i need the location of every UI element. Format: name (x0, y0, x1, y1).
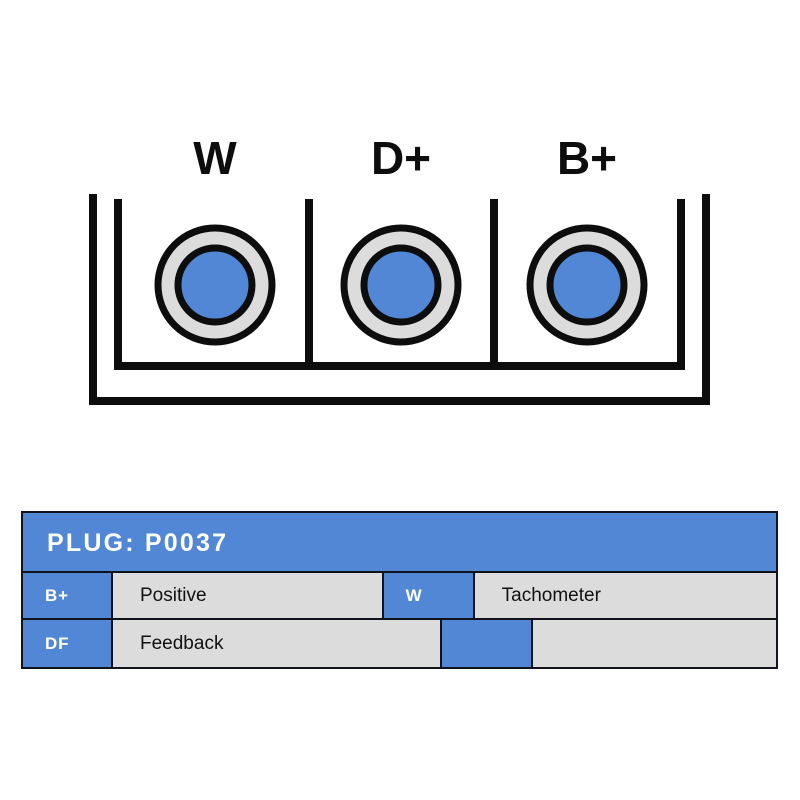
pinout-table-header: PLUG: P0037 (23, 513, 776, 573)
pin-desc-feedback: Feedback (113, 620, 442, 667)
pin-label-dplus: D+ (371, 132, 431, 184)
table-row: B+ Positive W Tachometer (23, 573, 776, 620)
connector-diagram: W D+ B+ (89, 132, 710, 405)
pin-label-w: W (193, 132, 237, 184)
connector-outer-shell (89, 194, 710, 405)
pin-code-bplus: B+ (23, 573, 113, 618)
terminal-core-w (174, 244, 256, 326)
pin-code-w: W (383, 573, 475, 618)
terminal-dplus[interactable] (340, 224, 462, 346)
pin-code-df: DF (23, 620, 113, 667)
pinout-table: PLUG: P0037 B+ Positive W Tachometer DF … (21, 511, 778, 669)
pin-desc-empty (532, 620, 777, 667)
terminal-core-bplus (546, 244, 628, 326)
pin-code-empty (441, 620, 533, 667)
pin-label-bplus: B+ (557, 132, 617, 184)
terminal-w[interactable] (154, 224, 276, 346)
connector-inner-shell (114, 199, 685, 370)
terminal-core-dplus (360, 244, 442, 326)
pin-desc-tachometer: Tachometer (474, 573, 776, 618)
table-row: DF Feedback (23, 620, 777, 667)
terminal-bplus[interactable] (526, 224, 648, 346)
pin-desc-positive: Positive (113, 573, 384, 618)
